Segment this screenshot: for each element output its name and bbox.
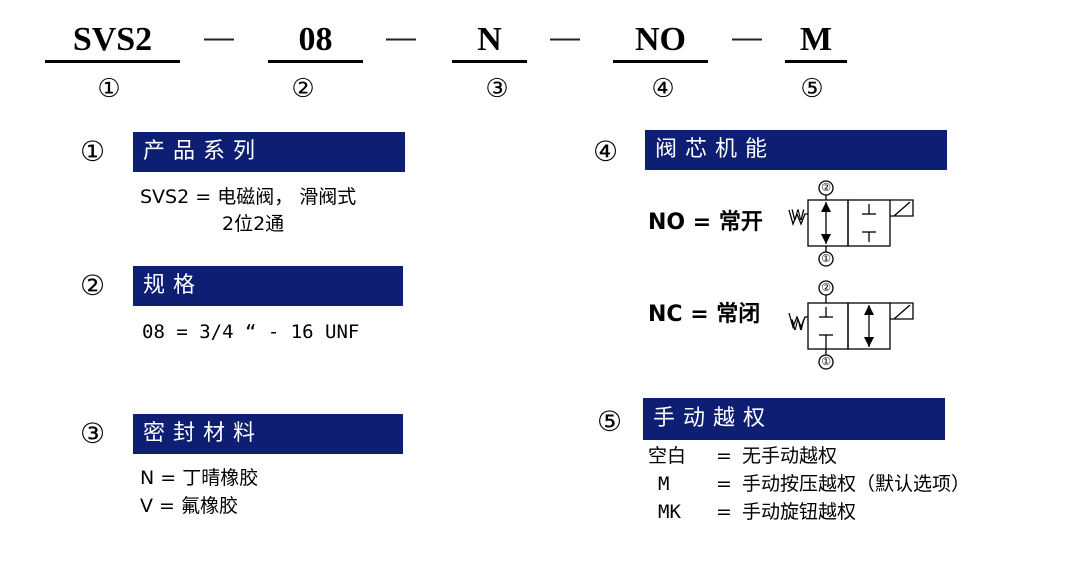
override-key: MK	[658, 501, 681, 523]
section-line: 2位2通	[222, 213, 285, 235]
override-eq: =	[716, 501, 732, 523]
code-separator: —	[386, 21, 416, 54]
port-1-label: ①	[821, 252, 831, 265]
section-header-series: 产品系列	[133, 132, 405, 172]
override-value: 手动按压越权（默认选项）	[742, 473, 971, 495]
section-number: ③	[80, 417, 106, 450]
code-number: ③	[485, 74, 509, 104]
code-function: NO	[613, 20, 708, 63]
override-value: 手动旋钮越权	[742, 501, 857, 523]
override-key: M	[658, 473, 670, 495]
override-eq: =	[716, 473, 732, 495]
port-1-label: ①	[821, 355, 831, 368]
section-header-function: 阀芯机能	[645, 130, 947, 170]
section-number: ④	[593, 135, 619, 168]
code-number: ②	[291, 74, 315, 104]
section-number: ⑤	[597, 405, 623, 438]
section-header-override: 手动越权	[643, 398, 945, 440]
section-line: SVS2 = 电磁阀， 滑阀式	[140, 186, 357, 208]
override-key: 空白	[648, 445, 687, 467]
section-header-size: 规格	[133, 266, 403, 306]
no-label: NO = 常开	[648, 210, 763, 235]
code-number: ⑤	[800, 74, 824, 104]
override-eq: =	[716, 445, 732, 467]
code-number: ①	[97, 74, 121, 104]
valve-symbol-no: ② ①	[786, 176, 916, 271]
port-2-label: ②	[821, 281, 831, 294]
port-2-label: ②	[821, 181, 831, 194]
spring-label: W	[791, 208, 805, 224]
code-series: SVS2	[45, 20, 180, 63]
section-number: ①	[80, 135, 106, 168]
code-number: ④	[651, 74, 675, 104]
section-line: 08 = 3/4 “ - 16 UNF	[142, 321, 360, 343]
valve-symbol-nc: ② ①	[786, 276, 916, 374]
code-seal: N	[452, 20, 527, 63]
code-override: M	[785, 20, 847, 63]
code-separator: —	[204, 21, 234, 54]
section-number: ②	[80, 269, 106, 302]
section-line: N = 丁晴橡胶	[140, 467, 259, 489]
section-line: V = 氟橡胶	[140, 495, 238, 517]
nc-label: NC = 常闭	[648, 302, 761, 327]
spring-label: W	[791, 318, 805, 334]
section-header-seal: 密封材料	[133, 414, 403, 454]
code-separator: —	[550, 21, 580, 54]
override-value: 无手动越权	[742, 445, 838, 467]
code-separator: —	[732, 21, 762, 54]
code-size: 08	[268, 20, 363, 63]
